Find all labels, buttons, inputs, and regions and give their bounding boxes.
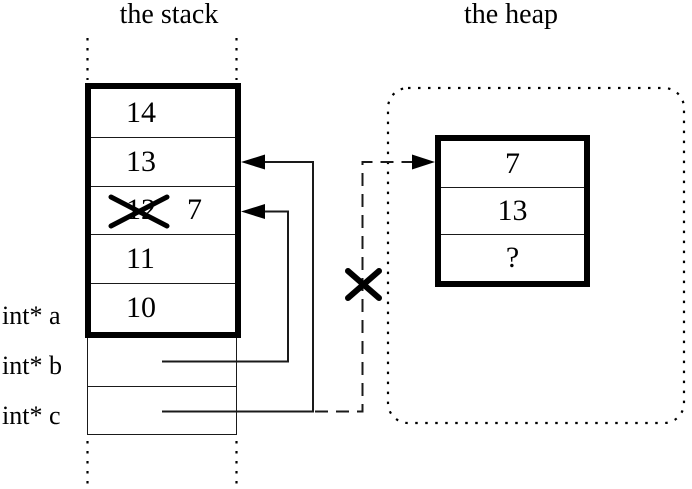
heap-cell-unknown: ? [441,234,584,281]
stack-cell-overwritten: 12 7 [91,185,235,235]
heap-cell-13: 13 [441,187,584,234]
pointer-c-stack-slot [87,387,237,435]
variable-label-b: int* b [2,351,62,380]
stack-cell-13: 13 [91,136,235,186]
stack-cell-value: 11 [126,242,155,276]
heap-block-box: 7 13 ? [435,135,590,287]
overwriting-new-value: 7 [187,193,202,227]
stack-cell-value: 13 [126,144,156,178]
heap-cell-value: 13 [497,194,528,227]
stack-cell-value: 14 [126,95,156,129]
arrowhead-right-icon [412,154,435,170]
stack-cell-14: 14 [91,89,235,137]
heap-region-title: the heap [463,0,559,30]
stack-cell-value: 10 [126,291,156,325]
stack-array-box: 14 13 12 7 11 10 [85,83,241,338]
crossed-out-old-value: 12 [126,193,156,227]
heap-cell-7: 7 [441,141,584,187]
arrowhead-left-icon [241,204,265,219]
severed-pointer-x-icon [345,268,382,301]
pointer-b-stack-slot [87,338,237,387]
stack-cell-11: 11 [91,234,235,283]
heap-cell-value: ? [505,241,520,274]
stack-region-title: the stack [119,0,219,30]
deleted-heap-pointer-line [315,154,435,413]
stack-cell-10: 10 [91,283,235,332]
variable-label-c: int* c [2,401,61,430]
arrowhead-left-icon [241,154,265,170]
heap-cell-value: 7 [505,147,520,180]
variable-label-a: int* a [2,301,61,330]
